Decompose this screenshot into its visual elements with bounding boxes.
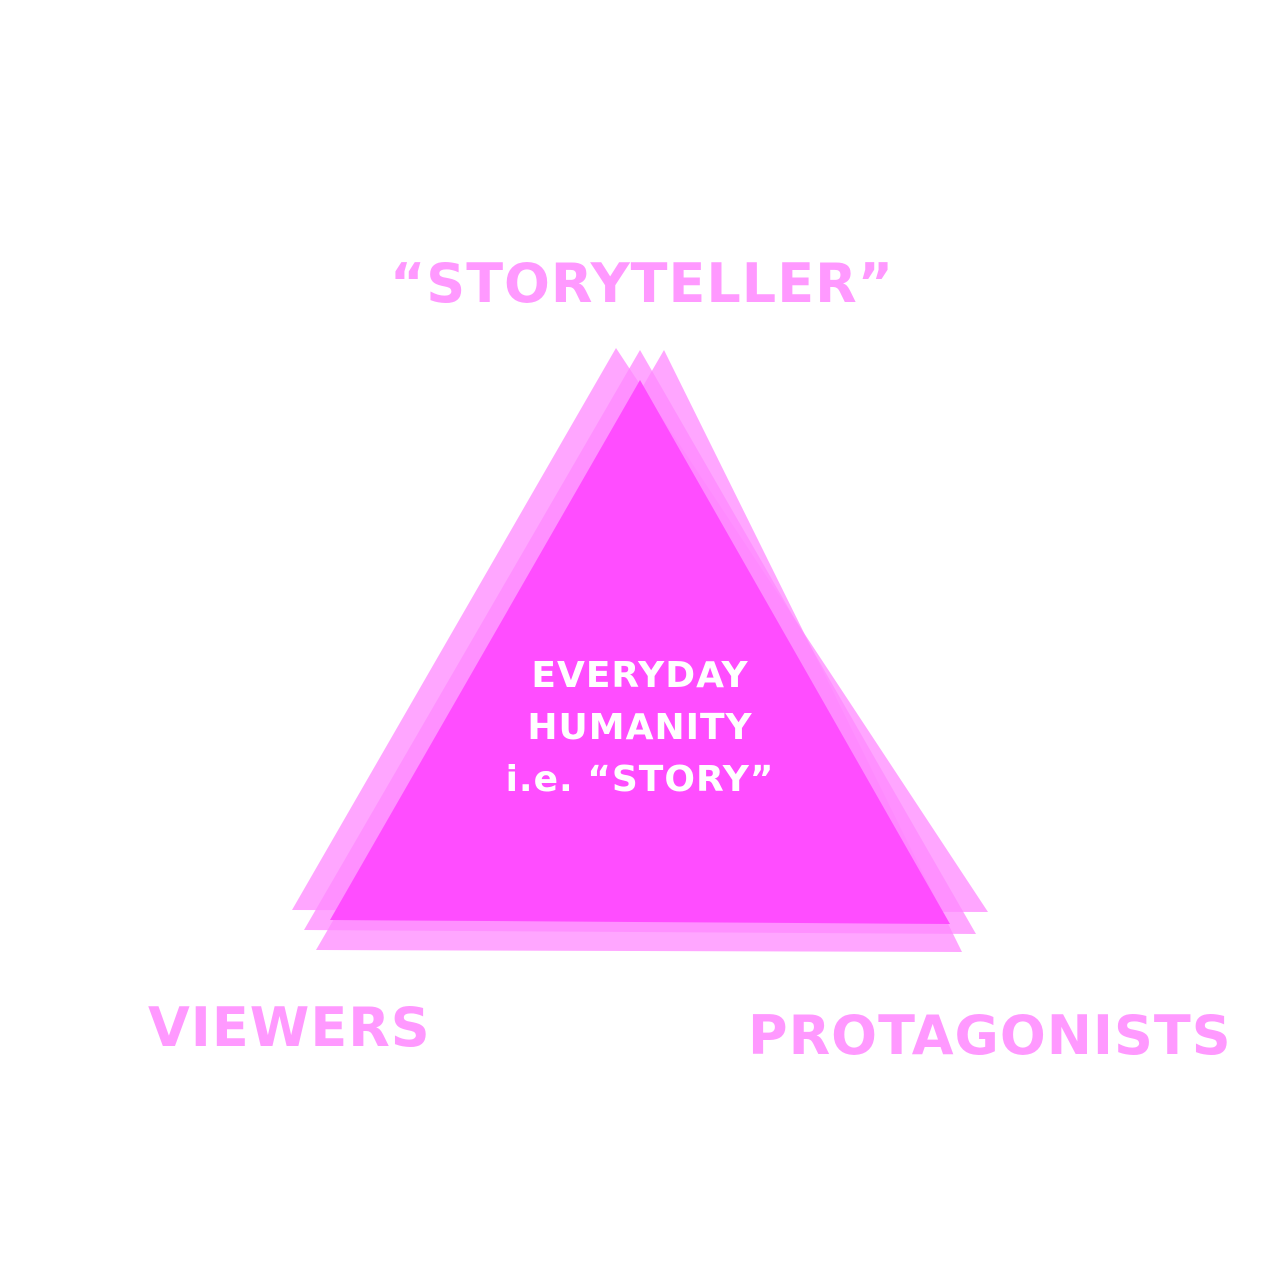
storyteller-label: “STORYTELLER” xyxy=(389,252,895,315)
center-line-3: i.e. “STORY” xyxy=(505,759,775,800)
center-line-2: HUMANITY xyxy=(527,707,753,748)
viewers-label: VIEWERS xyxy=(148,996,431,1059)
center-text: EVERYDAY HUMANITY i.e. “STORY” xyxy=(440,650,840,806)
center-line-1: EVERYDAY xyxy=(531,655,749,696)
triangle-core xyxy=(330,380,950,924)
protagonists-label: PROTAGONISTS xyxy=(748,1004,1232,1067)
